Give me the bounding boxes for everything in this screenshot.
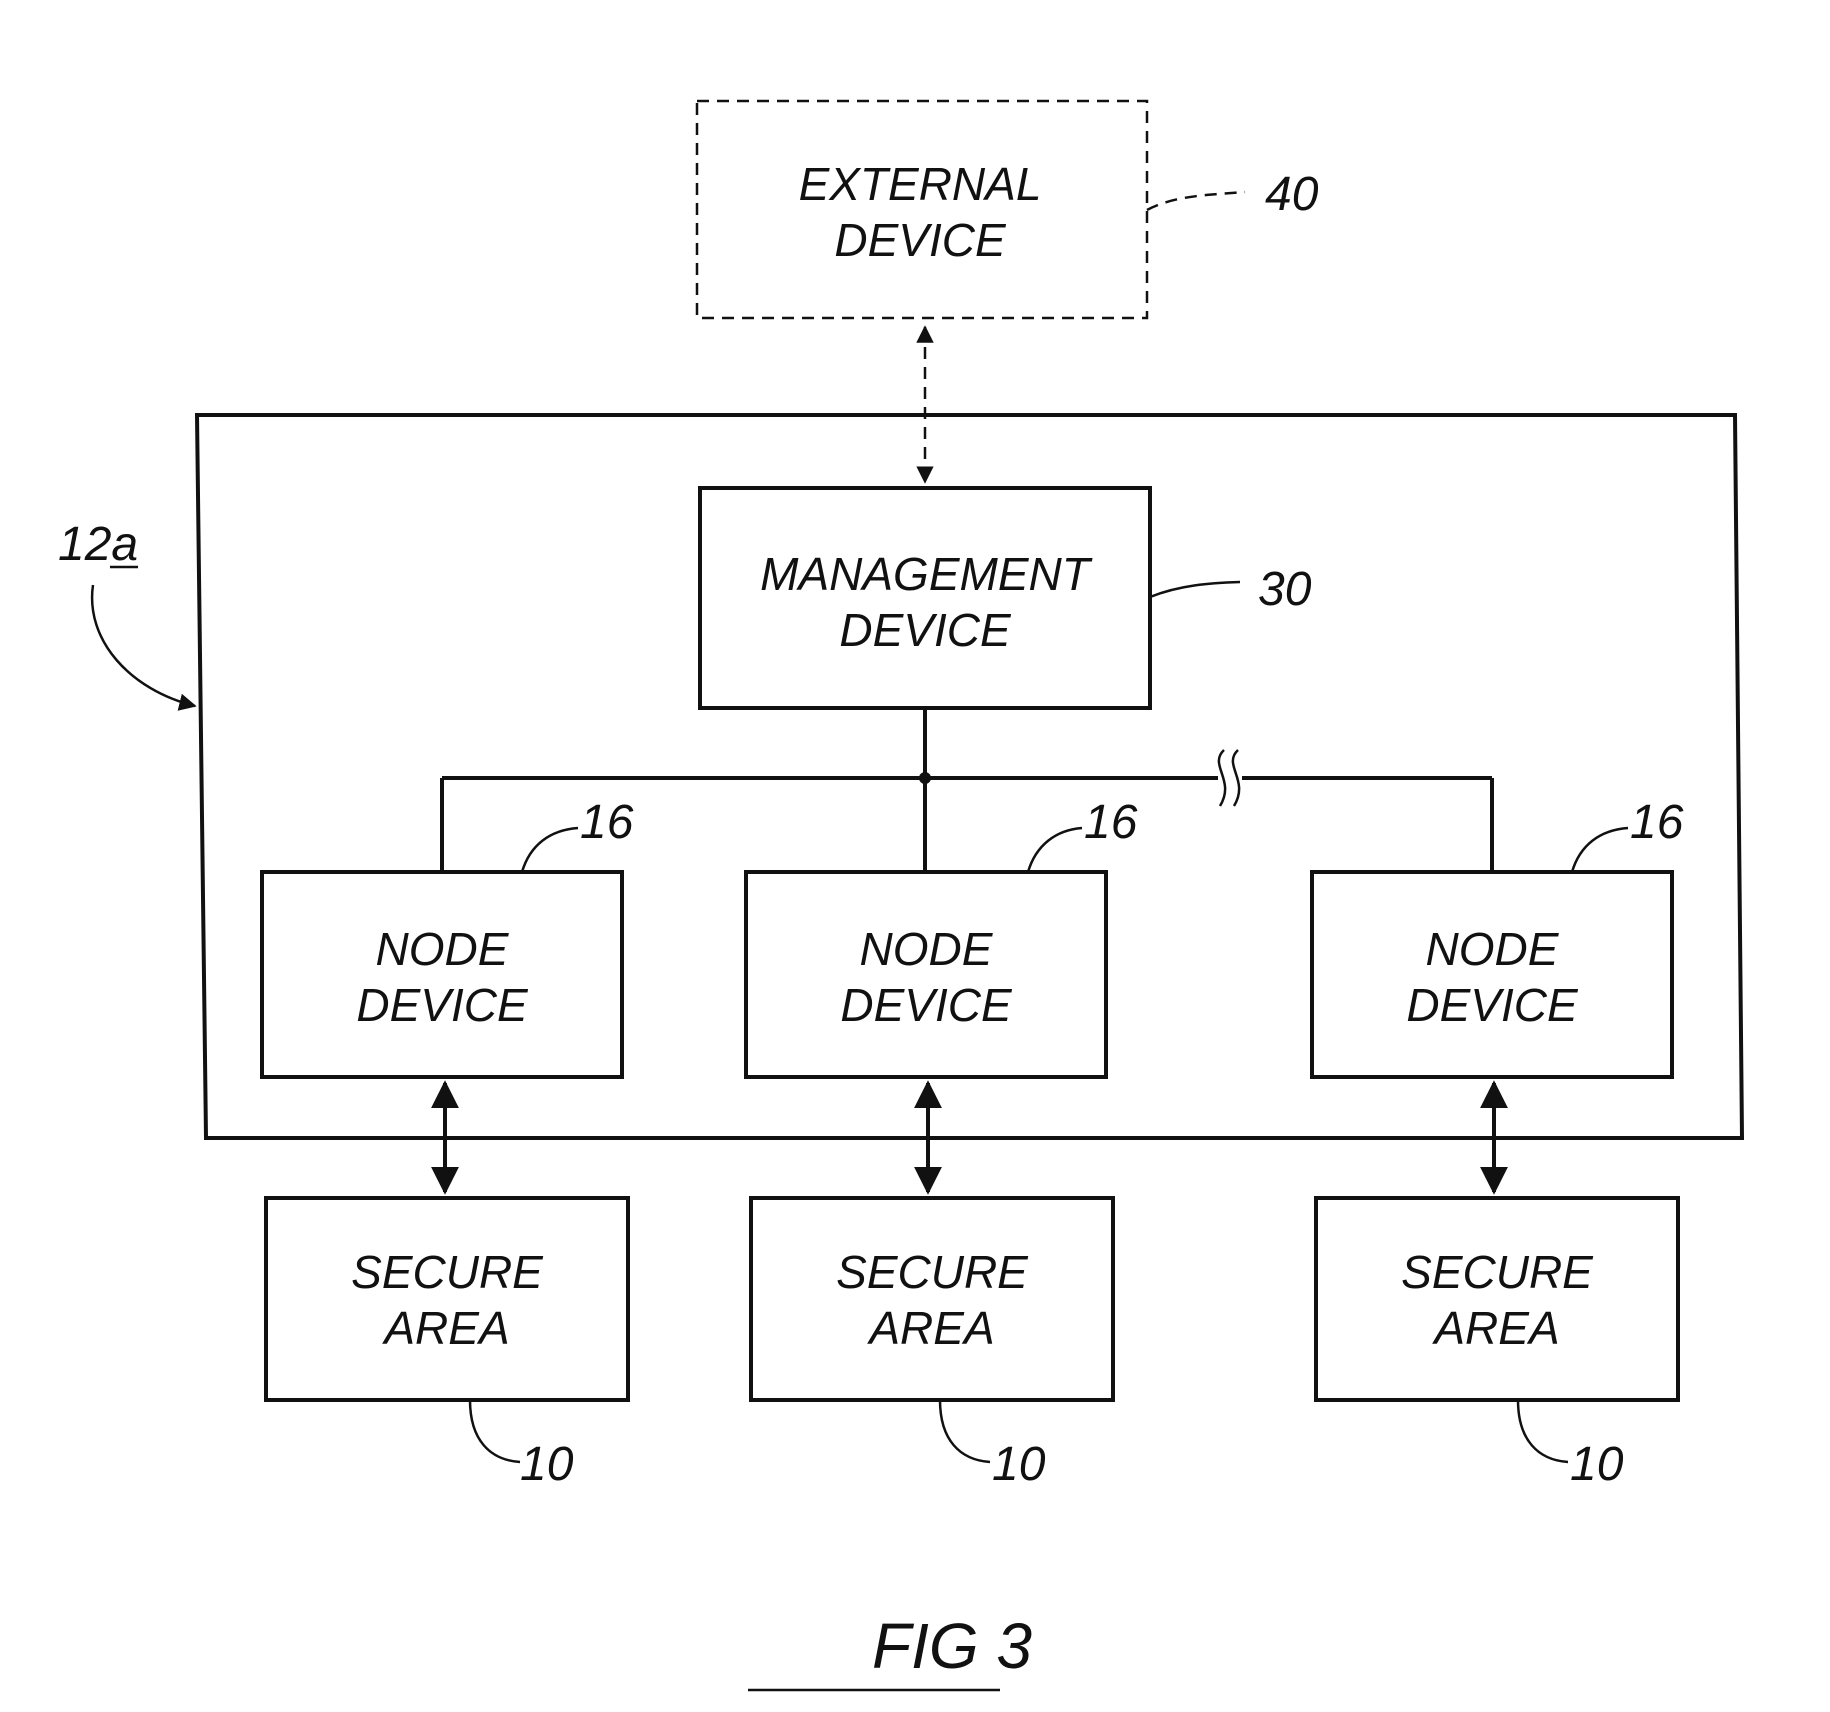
bus-break-mark-left [1217, 749, 1227, 807]
secure-area-label-line1: SECURE [836, 1246, 1029, 1298]
management-device-box: MANAGEMENT DEVICE [698, 486, 1152, 710]
node-device-leader [520, 826, 579, 873]
secure-area-box: SECURE AREA [264, 1196, 630, 1402]
management-device-label-line2: DEVICE [839, 604, 1012, 656]
bus-break-mark-right [1231, 749, 1241, 807]
secure-area-label-line2: AREA [866, 1302, 994, 1354]
node-device-box: NODE DEVICE [1310, 870, 1674, 1079]
secure-area-box: SECURE AREA [1314, 1196, 1680, 1402]
external-device-label-line2: DEVICE [834, 214, 1007, 266]
external-device-ref: 40 [1265, 168, 1319, 221]
management-device-leader [1149, 580, 1241, 599]
secure-area-ref: 10 [1570, 1438, 1624, 1491]
secure-area-box: SECURE AREA [749, 1196, 1115, 1402]
node-device-leader [1570, 826, 1629, 873]
external-device-box: EXTERNAL DEVICE [695, 99, 1149, 320]
secure-area-label-line2: AREA [381, 1302, 509, 1354]
management-device-ref: 30 [1258, 563, 1312, 616]
secure-area-label-line2: AREA [1431, 1302, 1559, 1354]
secure-area-leader [938, 1399, 991, 1464]
figure-label: FIG 3 [872, 1610, 1032, 1682]
secure-area-ref: 10 [520, 1438, 574, 1491]
system-ref-pointer [90, 584, 197, 711]
node-device-box: NODE DEVICE [744, 870, 1108, 1079]
secure-area-leader [468, 1399, 521, 1464]
secure-area-ref: 10 [992, 1438, 1046, 1491]
node-device-box: NODE DEVICE [260, 870, 624, 1079]
external-device-label-line1: EXTERNAL [799, 158, 1042, 210]
system-enclosure [194, 413, 1745, 1140]
external-device-leader [1146, 190, 1246, 212]
node-device-ref: 16 [580, 796, 634, 849]
secure-area-label-line1: SECURE [351, 1246, 544, 1298]
secure-area-label-line1: SECURE [1401, 1246, 1594, 1298]
node-device-label-line1: NODE [1426, 923, 1560, 975]
node-device-ref: 16 [1630, 796, 1684, 849]
node-device-label-line2: DEVICE [840, 979, 1013, 1031]
management-device-label-line1: MANAGEMENT [760, 548, 1093, 600]
node-device-ref: 16 [1084, 796, 1138, 849]
node-device-leader [1026, 826, 1083, 873]
node-device-label-line1: NODE [860, 923, 994, 975]
secure-area-leader [1516, 1399, 1569, 1464]
node-device-label-line2: DEVICE [1406, 979, 1579, 1031]
node-device-label-line1: NODE [376, 923, 510, 975]
node-device-label-line2: DEVICE [356, 979, 529, 1031]
system-ref: 12a [58, 518, 138, 571]
